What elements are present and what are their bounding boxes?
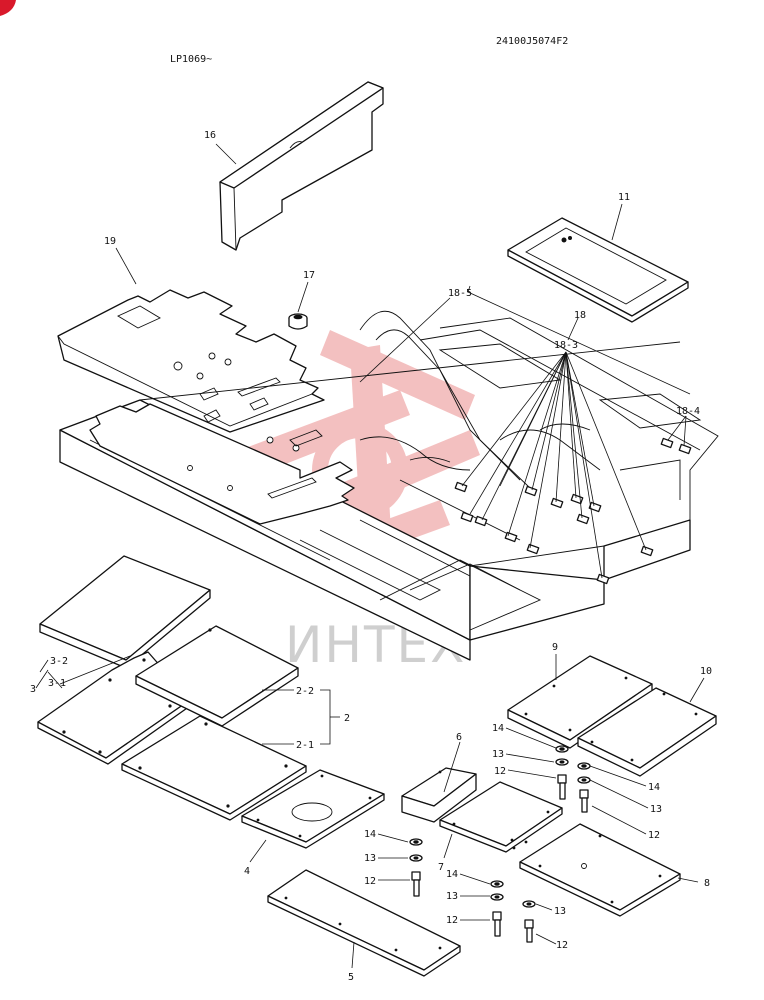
callout-4: 4 [244, 866, 250, 877]
model-range: LP1069~ [170, 54, 212, 65]
callout-14-c: 14 [364, 829, 376, 840]
callout-13-e: 13 [554, 906, 566, 917]
part-6-bracket[interactable] [401, 767, 477, 823]
part-4-plate[interactable] [241, 769, 385, 849]
callout-12-e: 12 [556, 940, 568, 951]
callout-5: 5 [348, 972, 354, 983]
part-17-grommet[interactable] [288, 313, 308, 330]
callout-17: 17 [303, 270, 315, 281]
part-8-plate[interactable] [519, 823, 681, 917]
leader-18-3-fan [461, 351, 647, 579]
callout-3: 3 [30, 684, 36, 695]
fastener-set-b[interactable] [577, 762, 591, 813]
callout-18: 18 [574, 310, 586, 321]
callout-16: 16 [204, 130, 216, 141]
callout-9: 9 [552, 642, 558, 653]
callout-10: 10 [700, 666, 712, 677]
callout-18-4: 18-4 [676, 406, 700, 417]
callout-6: 6 [456, 732, 462, 743]
callout-13-b: 13 [650, 804, 662, 815]
part-19-floor-mat[interactable] [57, 289, 325, 433]
callout-12-c: 12 [364, 876, 376, 887]
callout-14-a: 14 [492, 723, 504, 734]
callout-11: 11 [618, 192, 630, 203]
part-3-2-panel[interactable] [39, 555, 211, 669]
part-2-2-panel[interactable] [135, 625, 299, 727]
callout-14-b: 14 [648, 782, 660, 793]
callout-18-3: 18-3 [554, 340, 578, 351]
callout-13-a: 13 [492, 749, 504, 760]
part-2-1-plate[interactable] [121, 715, 307, 821]
fastener-set-c[interactable] [409, 838, 423, 897]
part-11-cover-plate[interactable] [507, 217, 689, 323]
under-plate [89, 403, 355, 525]
callout-19: 19 [104, 236, 116, 247]
corner-marker [0, 0, 16, 16]
callout-8: 8 [704, 878, 710, 889]
callout-12-d: 12 [446, 915, 458, 926]
drawing-number: 24100J5074F2 [496, 36, 568, 47]
fastener-set-d[interactable] [490, 880, 504, 937]
callout-13-d: 13 [446, 891, 458, 902]
fastener-set-e[interactable] [522, 900, 536, 943]
part-7-plate[interactable] [439, 781, 563, 853]
callout-3-1: 3-1 [48, 678, 66, 689]
callout-12-a: 12 [494, 766, 506, 777]
fastener-set-a[interactable] [555, 745, 569, 800]
part-5-long-plate[interactable] [267, 869, 461, 977]
callout-14-d: 14 [446, 869, 458, 880]
callout-2: 2 [344, 713, 350, 724]
callout-2-2: 2-2 [296, 686, 314, 697]
callout-18-5: 18-5 [448, 288, 472, 299]
callout-3-2: 3-2 [50, 656, 68, 667]
part-16-pad[interactable] [219, 81, 384, 251]
part-10-plate[interactable] [577, 687, 717, 777]
callout-13-c: 13 [364, 853, 376, 864]
callout-2-1: 2-1 [296, 740, 314, 751]
callout-7: 7 [438, 862, 444, 873]
callout-12-b: 12 [648, 830, 660, 841]
